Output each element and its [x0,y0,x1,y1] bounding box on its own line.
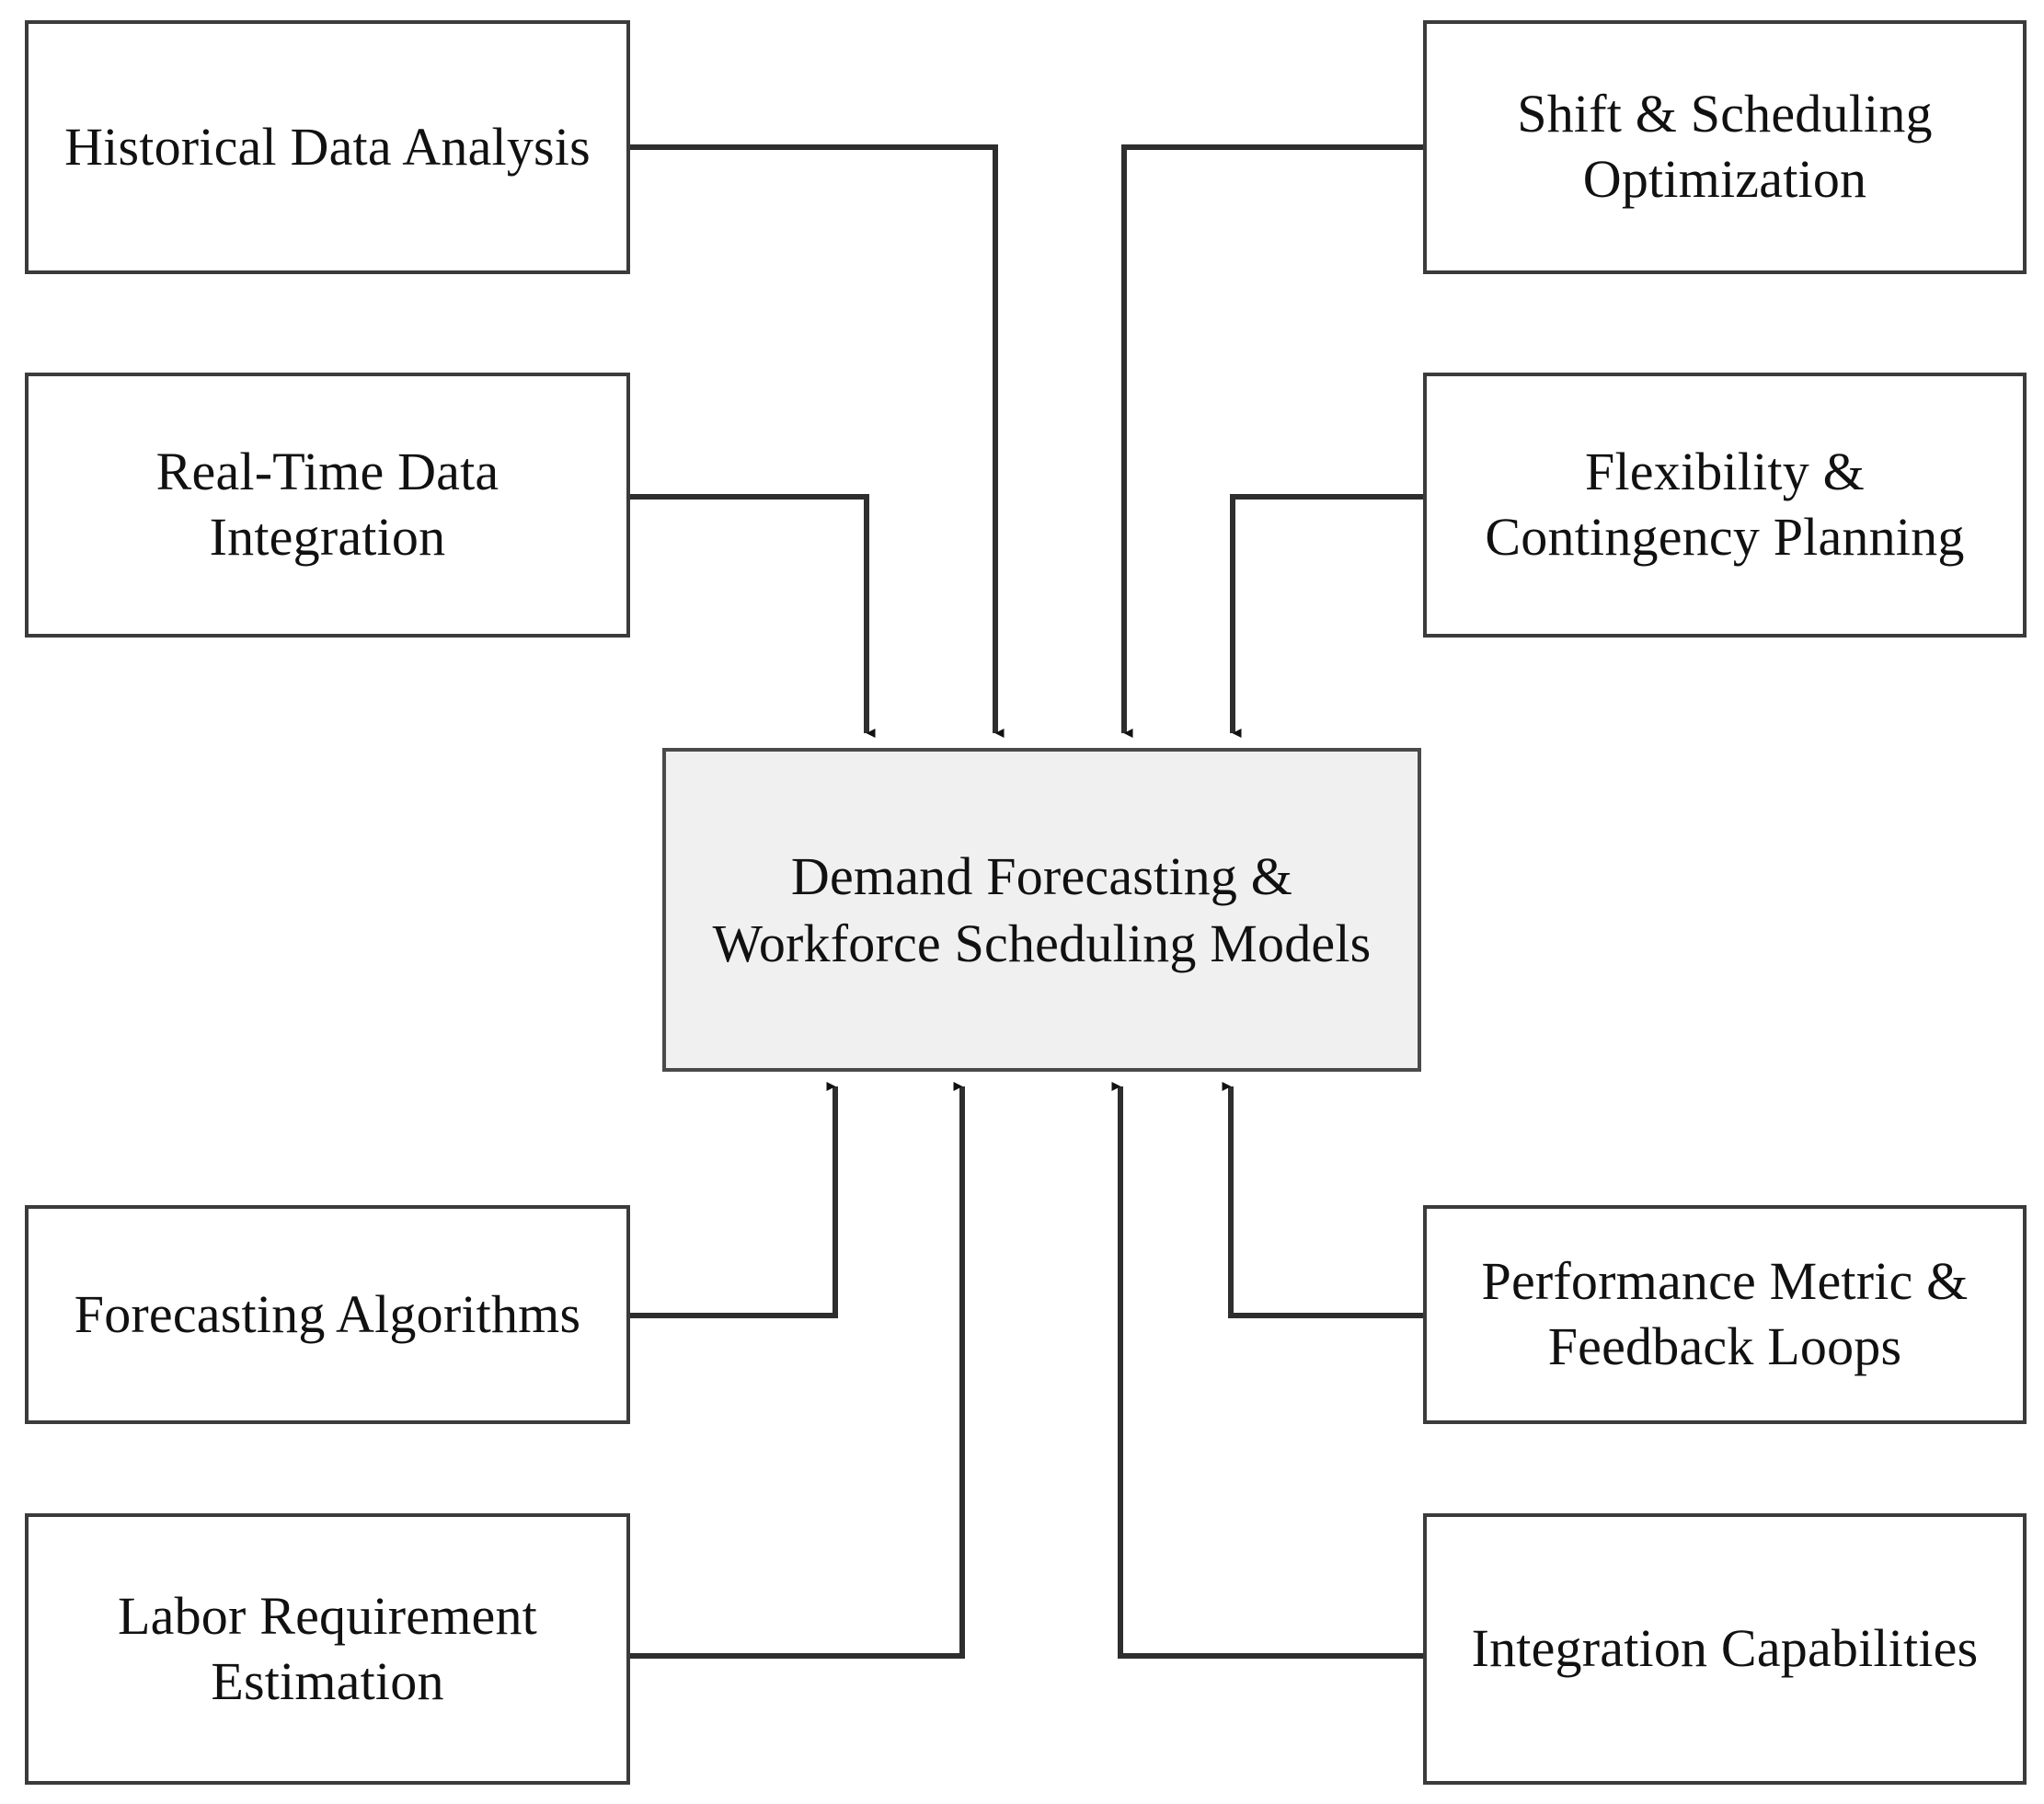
node-labor-requirement-estimation-label: Labor Requirement Estimation [118,1585,537,1711]
node-demand-forecasting-workforce-scheduling-models-label: Demand Forecasting & Workforce Schedulin… [712,845,1372,973]
node-flexibility-contingency-planning[interactable]: Flexibility & Contingency Planning [1423,373,2027,638]
edge-integration-to-center [1111,1082,1423,1659]
node-real-time-data-integration[interactable]: Real-Time Data Integration [25,373,630,638]
node-shift-scheduling-optimization-label: Shift & Scheduling Optimization [1517,84,1933,209]
edge-shift-to-center [1121,144,1423,738]
node-performance-metric-feedback-loops[interactable]: Performance Metric & Feedback Loops [1423,1205,2027,1424]
node-demand-forecasting-workforce-scheduling-models[interactable]: Demand Forecasting & Workforce Schedulin… [662,748,1421,1072]
node-historical-data-analysis[interactable]: Historical Data Analysis [25,20,630,274]
node-real-time-data-integration-label: Real-Time Data Integration [155,442,500,567]
node-historical-data-analysis-label: Historical Data Analysis [64,116,591,177]
edge-realtime-to-center [630,494,876,738]
edge-labor-to-center [630,1082,965,1659]
edge-flexibility-to-center [1230,494,1423,738]
edge-historical-to-center [630,144,1005,738]
node-shift-scheduling-optimization[interactable]: Shift & Scheduling Optimization [1423,20,2027,274]
node-integration-capabilities[interactable]: Integration Capabilities [1423,1513,2027,1785]
node-integration-capabilities-label: Integration Capabilities [1471,1618,1979,1679]
edge-forecasting-to-center [630,1082,838,1318]
node-forecasting-algorithms[interactable]: Forecasting Algorithms [25,1205,630,1424]
edge-performance-to-center [1222,1082,1423,1318]
node-performance-metric-feedback-loops-label: Performance Metric & Feedback Loops [1481,1251,1969,1376]
node-flexibility-contingency-planning-label: Flexibility & Contingency Planning [1485,442,1965,567]
node-labor-requirement-estimation[interactable]: Labor Requirement Estimation [25,1513,630,1785]
node-forecasting-algorithms-label: Forecasting Algorithms [74,1283,581,1344]
